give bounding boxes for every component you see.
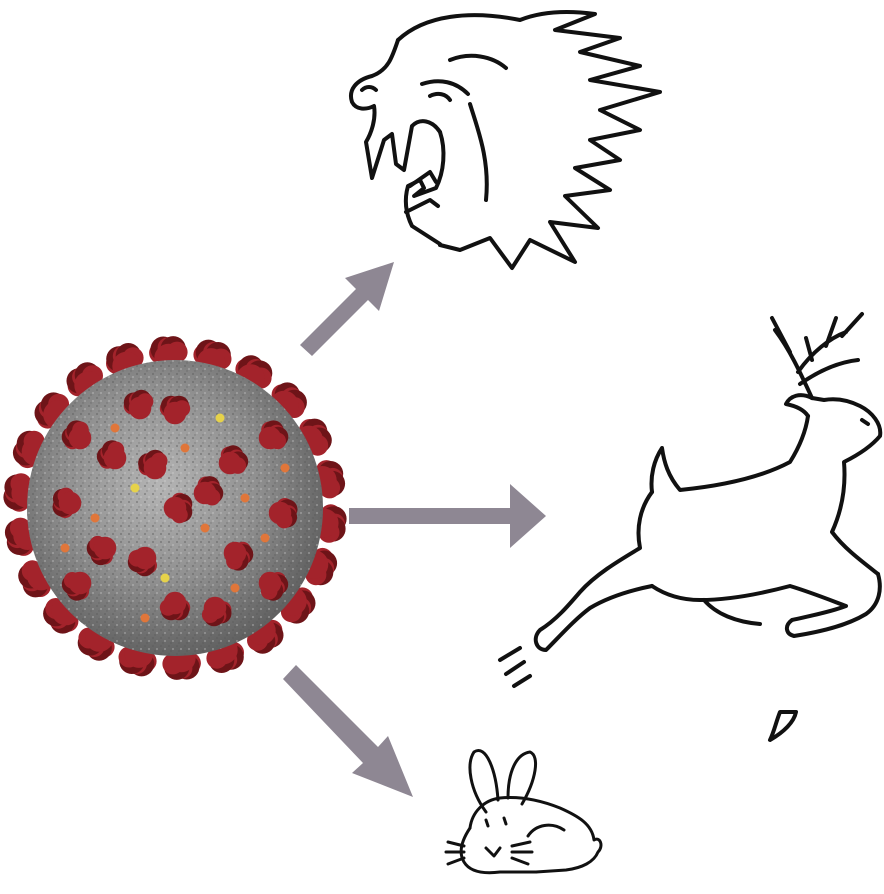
rabbit-icon (446, 751, 601, 873)
arrow-to-rabbit (283, 665, 413, 797)
roaring-lion-icon (351, 12, 660, 268)
arrow-to-lion (300, 262, 394, 356)
virus-envelope-dot (61, 544, 70, 553)
leaping-deer-icon (500, 314, 880, 740)
virus-envelope-dot (141, 614, 150, 623)
virus-envelope-dot (181, 444, 190, 453)
arrow-to-deer-shape (349, 484, 546, 548)
virus-envelope-dot (261, 534, 270, 543)
virus-envelope-dot (91, 514, 100, 523)
arrow-to-deer (349, 484, 546, 548)
virus-envelope-dot (231, 584, 240, 593)
coronavirus-particle-icon (3, 336, 346, 680)
arrow-to-lion-shape (300, 262, 394, 356)
virus-envelope-dot (281, 464, 290, 473)
virus-envelope-dot (216, 414, 225, 423)
virus-envelope-dot (111, 424, 120, 433)
virus-envelope-dot (241, 494, 250, 503)
arrow-to-rabbit-shape (283, 665, 413, 797)
virus-envelope-dot (131, 484, 140, 493)
virus-envelope-dot (161, 574, 170, 583)
virus-envelope-dot (201, 524, 210, 533)
